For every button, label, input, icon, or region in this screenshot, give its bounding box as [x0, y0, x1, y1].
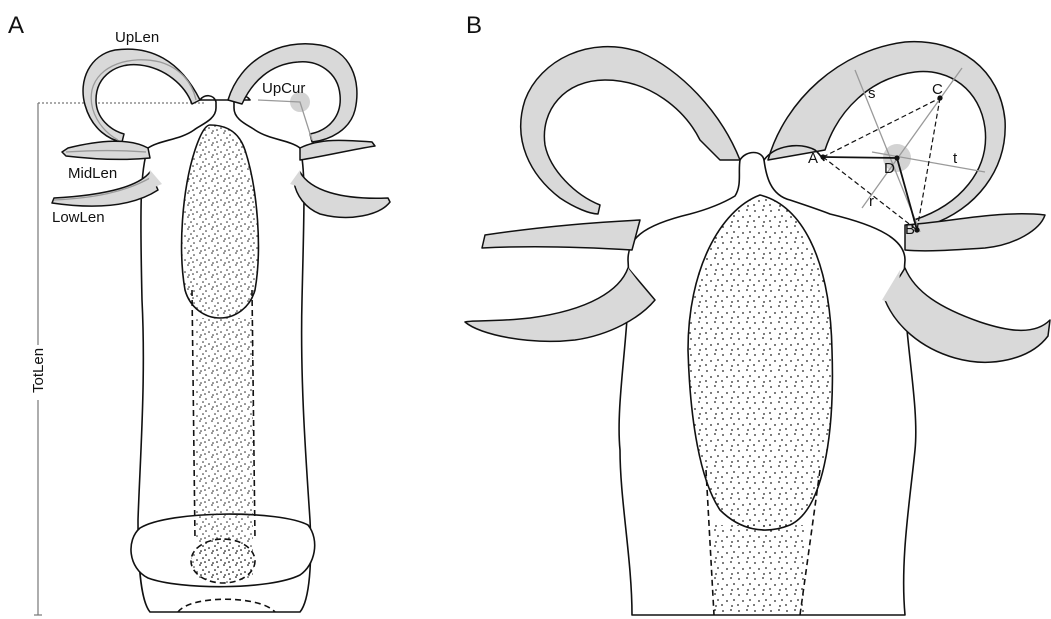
stippled-bulb-a — [182, 125, 259, 318]
upper-hook-left-b — [521, 47, 740, 214]
lower-hook-right-b — [885, 268, 1050, 362]
panel-a-letter: A — [8, 12, 24, 39]
segment-t-label: t — [953, 150, 958, 167]
panel-b-letter: B — [466, 12, 482, 39]
upper-hook-right-b — [768, 42, 1005, 228]
point-b-label: B — [905, 221, 915, 238]
point-a — [820, 154, 825, 159]
panel-a: A TotLen — [8, 12, 390, 615]
mid-hook-right-a — [300, 140, 375, 160]
uplen-label: UpLen — [115, 29, 159, 46]
totlen-label: TotLen — [30, 348, 47, 393]
panel-b: B A B C D — [465, 12, 1050, 615]
point-d — [894, 155, 899, 160]
segment-r-line — [862, 68, 962, 208]
point-a-label: A — [808, 150, 818, 167]
stippled-base-oval-a — [191, 539, 255, 583]
point-d-label: D — [884, 160, 895, 177]
point-b — [914, 227, 919, 232]
midlen-label: MidLen — [68, 165, 117, 182]
segment-s-label: s — [868, 85, 876, 102]
segment-r-label: r — [869, 193, 874, 210]
point-c-label: C — [932, 81, 943, 98]
mid-hook-left-b — [482, 220, 640, 250]
stippled-shaft-b — [712, 525, 804, 615]
lowlen-label: LowLen — [52, 209, 105, 226]
upcur-label: UpCur — [262, 80, 305, 97]
segment-db — [897, 158, 917, 230]
segment-ad — [823, 157, 897, 158]
lower-hook-right-a — [294, 172, 390, 217]
upper-hook-left-a — [83, 49, 200, 142]
stippled-bulb-b — [688, 195, 832, 530]
